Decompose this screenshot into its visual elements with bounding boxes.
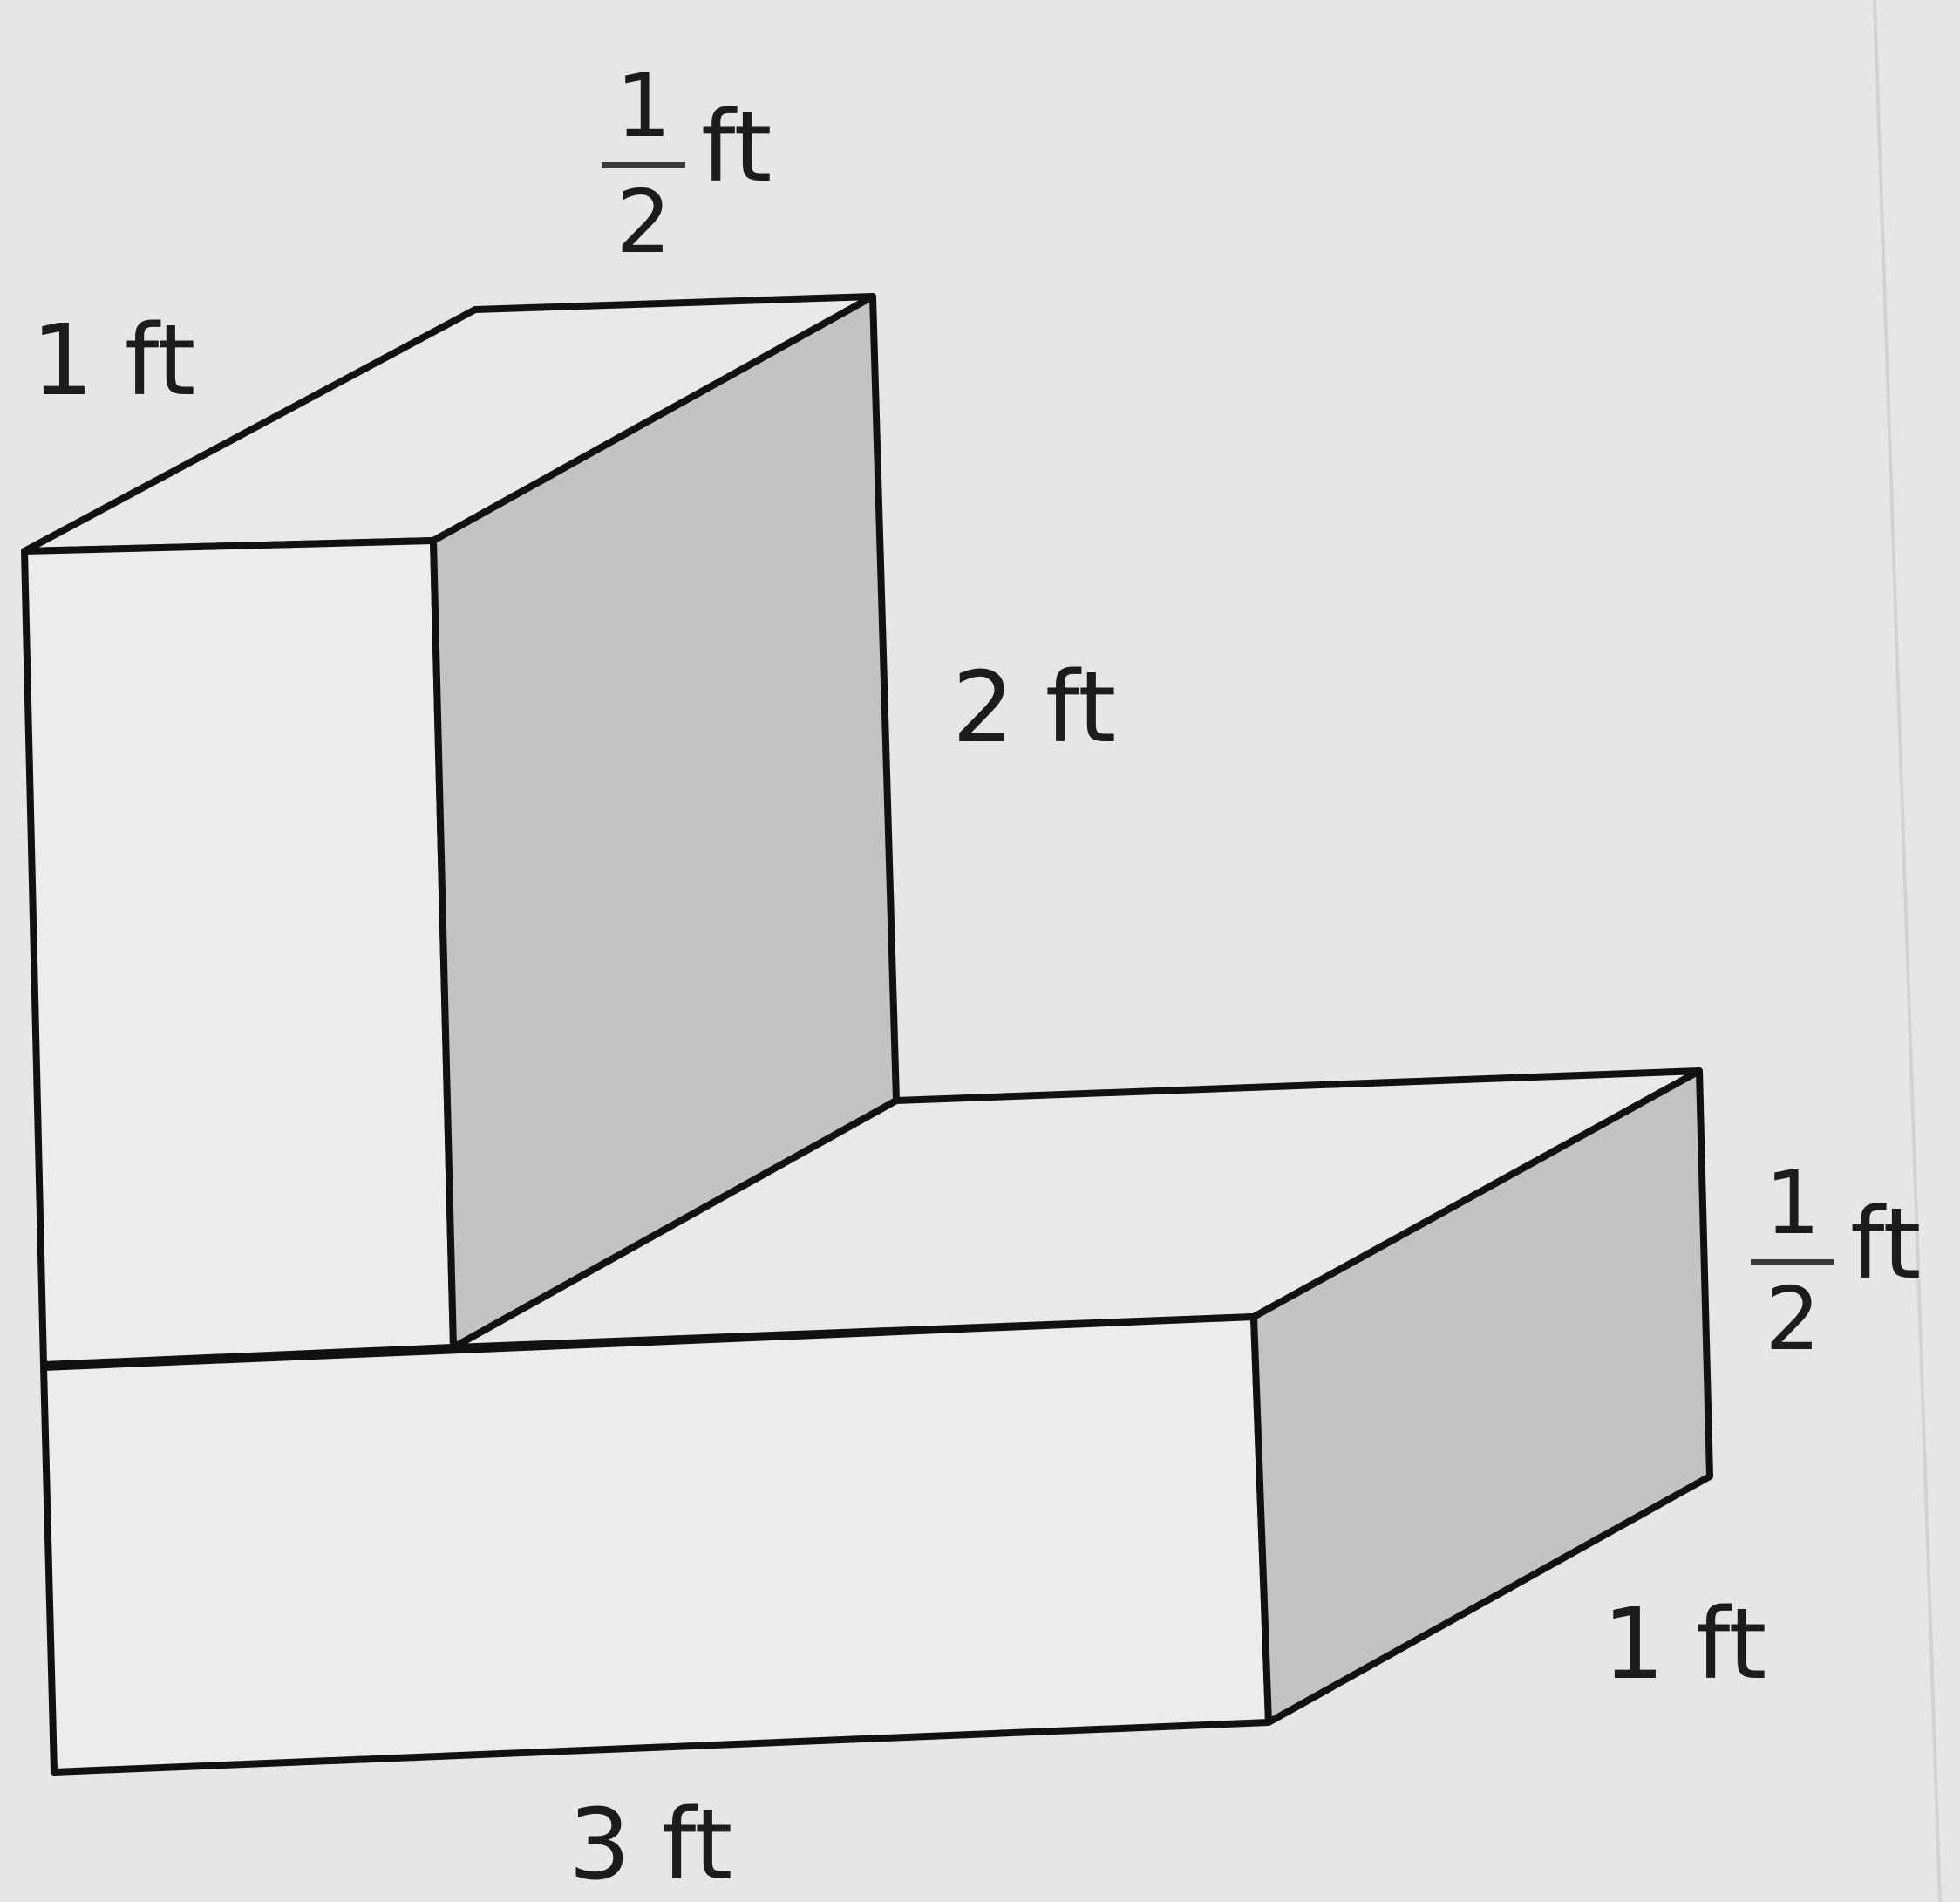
base-height-numerator: 1 <box>1765 1152 1820 1254</box>
base-length-label: 3 ft <box>568 1789 733 1902</box>
base-depth-label: 1 ft <box>1603 1588 1767 1701</box>
tall-prism-front-face <box>21 537 457 1368</box>
top-width-fraction: 1 2 <box>602 63 685 266</box>
top-width-denominator: 2 <box>616 171 671 273</box>
top-depth-label: 1 ft <box>31 304 196 418</box>
base-prism-front-face <box>40 1313 1272 1776</box>
base-height-denominator: 2 <box>1765 1268 1820 1370</box>
base-height-label: 1 2 ft <box>1751 1160 1921 1363</box>
fraction-bar <box>1751 1259 1834 1265</box>
fraction-bar <box>602 162 685 168</box>
tall-height-label: 2 ft <box>952 651 1117 765</box>
top-width-numerator: 1 <box>616 55 671 157</box>
paper-edge <box>1873 0 1942 1902</box>
top-width-label: 1 2 ft <box>602 63 772 266</box>
top-width-unit: ft <box>701 90 772 204</box>
base-prism-side-face <box>1250 1067 1713 1726</box>
base-height-unit: ft <box>1850 1187 1922 1301</box>
base-height-fraction: 1 2 <box>1751 1160 1834 1363</box>
